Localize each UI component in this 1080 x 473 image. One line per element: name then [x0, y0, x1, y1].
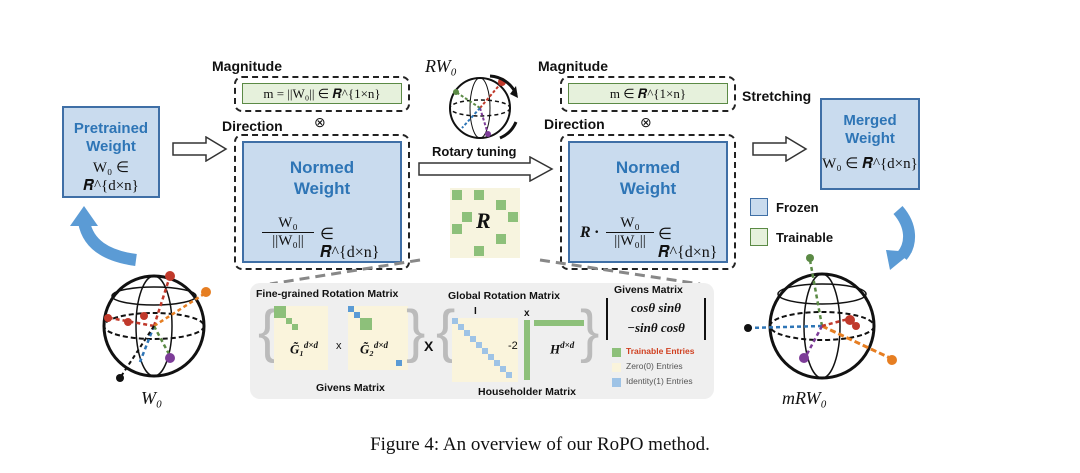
right-direction-container	[560, 134, 736, 270]
right-normed-numerator: W₀	[606, 215, 654, 233]
global-title: Global Rotation Matrix	[448, 290, 561, 302]
h-label: Hd×d	[550, 340, 574, 357]
g2-matrix	[348, 306, 408, 370]
global-bracket-right: }	[580, 299, 600, 364]
givens-row1: cosθ sinθ	[631, 300, 681, 315]
pretrained-title-line2: Weight	[86, 138, 136, 155]
left-direction-label: Direction	[222, 118, 283, 134]
curved-arrow-right	[886, 206, 915, 270]
pretrained-title-line1: Pretrained	[73, 120, 149, 137]
merged-title-line2: Weight	[845, 130, 895, 147]
left-magnitude-formula: m = ||W₀|| ∈ 𝑹^{1×n}	[263, 86, 381, 101]
big-times: X	[424, 338, 434, 354]
merged-formula: W₀ ∈ 𝑹^{d×n}	[822, 156, 918, 172]
g1-matrix	[274, 306, 328, 370]
arrow-rotary-tuning	[418, 156, 554, 182]
x-small-label: x	[524, 308, 530, 319]
left-normed-box: Normed Weight W₀ ||W₀|| ∈ 𝑹^{d×n}	[242, 141, 402, 263]
left-normed-line2: Weight	[293, 179, 351, 198]
r-matrix-label: R	[476, 208, 491, 233]
figure-caption: Figure 4: An overview of our RoPO method…	[370, 434, 710, 455]
identity-matrix	[452, 318, 518, 382]
legend-identity-entries-swatch	[612, 378, 621, 387]
left-magnitude-container	[234, 76, 410, 112]
right-normed-prefix: R ·	[580, 224, 599, 241]
right-magnitude-label: Magnitude	[538, 58, 608, 74]
rw0-label: RW₀	[425, 56, 457, 76]
legend-trainable-entries-label: Trainable Entries	[626, 346, 695, 356]
global-bracket-left: {	[436, 299, 456, 364]
householder-label: Householder Matrix	[478, 386, 577, 398]
rotary-tuning-label: Rotary tuning	[432, 144, 517, 159]
left-magnitude-box: m = ||W₀|| ∈ 𝑹^{1×n}	[242, 83, 402, 104]
givens-matrix-box: cosθ sinθ −sinθ cosθ	[606, 298, 706, 340]
g2-symbol: G̃₂	[360, 341, 374, 357]
sphere-mrw0	[744, 254, 897, 380]
left-normed-line1: Normed	[289, 158, 355, 177]
g2-superscript: d×d	[373, 340, 389, 350]
sphere-w0	[102, 271, 211, 382]
right-normed-box: Normed Weight R · W₀ ||W₀|| ∈ 𝑹^{d×n}	[568, 141, 728, 263]
right-magnitude-formula: m ∈ 𝑹^{1×n}	[609, 86, 687, 101]
left-multiply-icon: ⊗	[314, 114, 326, 130]
fine-bracket-right: }	[406, 299, 426, 364]
rotated-sphere-small	[449, 74, 518, 140]
fine-grained-title: Fine-grained Rotation Matrix	[256, 288, 399, 300]
right-normed-denominator: ||W₀||	[614, 233, 646, 249]
merged-weight-box: Merged Weight W₀ ∈ 𝑹^{d×n}	[820, 98, 920, 190]
g1-symbol: G̃₁	[290, 341, 304, 357]
curved-arrow-left	[70, 206, 137, 266]
householder-column	[524, 320, 584, 380]
h-symbol: H	[550, 341, 561, 357]
givens-matrix-label: Givens Matrix	[316, 382, 385, 394]
g2-label: G̃₂d×d	[360, 340, 388, 357]
legend-frozen-label: Frozen	[776, 200, 819, 215]
g1-superscript: d×d	[303, 340, 319, 350]
pretrained-weight-box: Pretrained Weight W₀ ∈ 𝑹^{d×n}	[62, 106, 160, 198]
legend-zero-entries-swatch	[612, 363, 621, 372]
legend-identity-entries-label: Identity(1) Entries	[626, 376, 693, 386]
legend-trainable-label: Trainable	[776, 230, 834, 245]
minus-two: -2	[508, 340, 518, 352]
identity-label: I	[474, 306, 477, 317]
w0-label: W₀	[141, 388, 163, 408]
arrow-into-direction	[172, 136, 228, 162]
times-small: x	[336, 340, 342, 352]
h-superscript: d×d	[560, 340, 575, 350]
legend-zero-entries-label: Zero(0) Entries	[626, 361, 683, 371]
stretching-label: Stretching	[742, 88, 812, 104]
givens-row2: −sinθ cosθ	[627, 320, 685, 335]
legend-trainable-swatch	[750, 228, 768, 246]
givens-title: Givens Matrix	[614, 284, 683, 296]
legend-trainable-entries-swatch	[612, 348, 621, 357]
merged-title-line1: Merged	[843, 112, 897, 129]
right-multiply-icon: ⊗	[640, 114, 652, 130]
right-normed-rhs: ∈ 𝑹^{d×n}	[658, 226, 718, 261]
mrw0-label: mRW₀	[782, 388, 827, 408]
zoom-lines	[269, 258, 701, 286]
left-normed-numerator: W₀	[262, 215, 314, 233]
right-magnitude-container	[560, 76, 736, 112]
left-direction-container	[234, 134, 410, 270]
pretrained-formula: W₀ ∈ 𝑹^{d×n}	[83, 160, 139, 194]
right-direction-label: Direction	[544, 116, 605, 132]
left-normed-denominator: ||W₀||	[272, 233, 304, 249]
legend-frozen-swatch	[750, 198, 768, 216]
r-matrix-grid	[450, 188, 520, 258]
right-normed-line2: Weight	[619, 179, 677, 198]
left-magnitude-label: Magnitude	[212, 58, 282, 74]
right-magnitude-box: m ∈ 𝑹^{1×n}	[568, 83, 728, 104]
fine-bracket-left: {	[258, 299, 278, 364]
right-normed-line1: Normed	[615, 158, 681, 177]
left-normed-rhs: ∈ 𝑹^{d×n}	[320, 226, 380, 261]
g1-label: G̃₁d×d	[290, 340, 318, 357]
arrow-to-merged	[752, 136, 808, 162]
